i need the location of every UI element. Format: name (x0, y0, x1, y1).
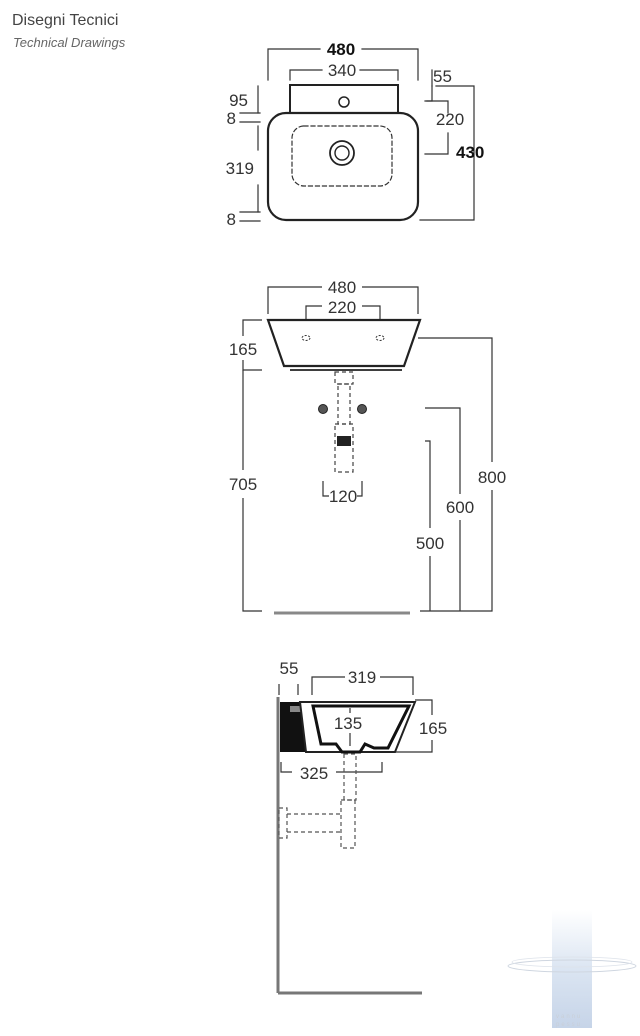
dim-waste-to-wall (280, 762, 383, 773)
dim-basin-height-side (392, 699, 433, 753)
valve-right (357, 404, 367, 414)
dim-label-340: 340 (328, 61, 356, 80)
dim-left-stack-top (239, 85, 261, 222)
dim-label-800: 800 (478, 468, 506, 487)
dim-bowl-width (311, 676, 414, 695)
basin-back-detail (290, 706, 302, 712)
dim-label-319-side: 319 (348, 668, 376, 687)
page-subtitle: Technical Drawings (13, 35, 126, 50)
dim-label-220-front: 220 (328, 298, 356, 317)
dim-label-8-upper: 8 (227, 109, 236, 128)
dim-label-8-lower: 8 (227, 210, 236, 229)
dim-label-55-side: 55 (280, 659, 299, 678)
dim-deck-width (289, 69, 399, 81)
dim-label-705: 705 (229, 475, 257, 494)
brand-watermark: vannu pessu (507, 910, 637, 1028)
dim-label-319-top: 319 (226, 159, 254, 178)
page-title: Disegni Tecnici (12, 12, 119, 29)
basin-outline-top (266, 111, 420, 222)
dim-label-430: 430 (456, 143, 484, 162)
side-view: vannu pessu 55 319 165 135 (276, 659, 637, 1028)
top-view: 480 340 55 95 (226, 40, 485, 229)
front-view: 480 220 120 (229, 278, 506, 615)
dim-left-front (242, 319, 262, 612)
bowl-outline-top (291, 125, 393, 187)
dim-label-500: 500 (416, 534, 444, 553)
dim-label-95: 95 (229, 91, 248, 110)
wall-waste-outlet (337, 436, 351, 446)
dim-label-220-top: 220 (436, 110, 464, 129)
watermark-line1: vannu (556, 1014, 582, 1020)
basin-outline-front (266, 318, 422, 368)
dim-overall-width-front (267, 286, 419, 314)
valve-left (318, 404, 328, 414)
waste-trap-front (334, 371, 354, 473)
dim-label-480-top: 480 (327, 40, 355, 59)
dim-label-55-top: 55 (433, 67, 452, 86)
dim-label-135: 135 (334, 714, 362, 733)
watermark-line2: pessu (556, 1022, 582, 1028)
dim-label-480-front: 480 (328, 278, 356, 297)
dim-waste-spacing (322, 481, 363, 497)
dim-label-600: 600 (446, 498, 474, 517)
dim-right-top (419, 85, 475, 221)
fixing-hole-right (375, 335, 385, 341)
dim-overall-width-top (267, 48, 419, 81)
dim-fixing-spacing (305, 305, 381, 320)
waste-trap-side (278, 753, 357, 849)
dim-rear-offset-top (426, 69, 433, 102)
dim-label-165-front: 165 (229, 340, 257, 359)
drain-inner (334, 145, 350, 161)
dim-label-120: 120 (329, 487, 357, 506)
tap-hole (338, 96, 350, 108)
dim-wall-gap (278, 684, 299, 695)
fixing-hole-left (301, 335, 311, 341)
bowl-section-side (311, 704, 412, 754)
dim-label-325: 325 (300, 764, 328, 783)
dim-right-front (418, 337, 493, 612)
dim-label-165-side: 165 (419, 719, 447, 738)
basin-back-block (280, 702, 306, 752)
